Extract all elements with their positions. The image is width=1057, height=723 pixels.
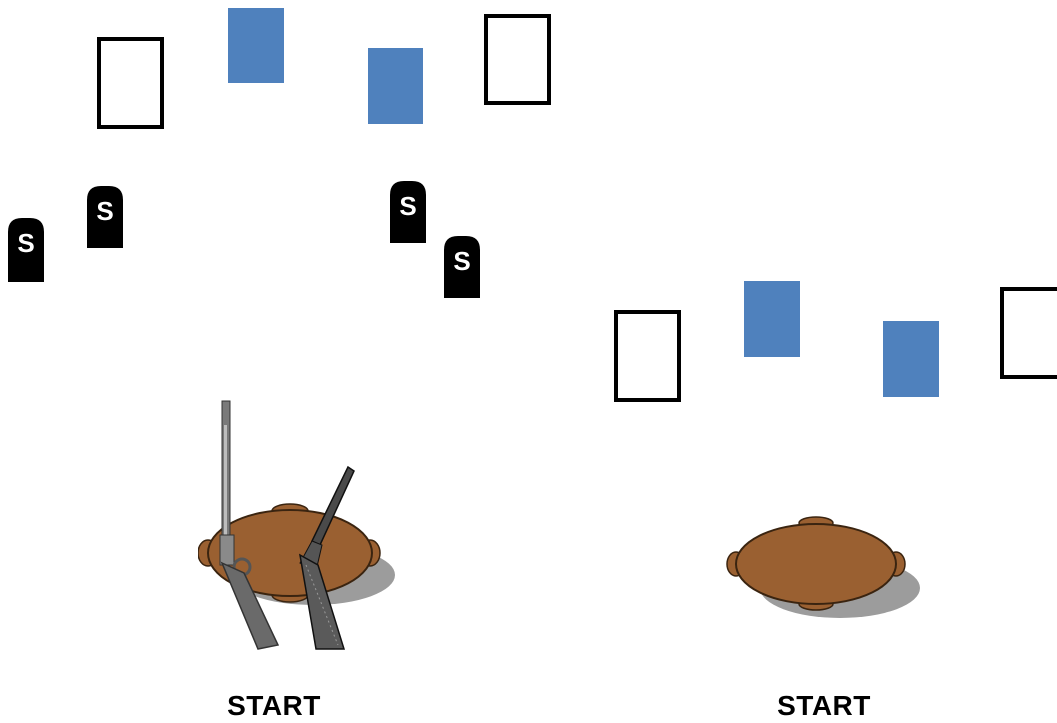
s-marker-letter: S (96, 196, 113, 226)
left-card-filled-2[interactable] (368, 48, 423, 124)
left-start-label[interactable]: START (227, 690, 321, 721)
s-marker-letter: S (453, 246, 470, 276)
rifle-icon (219, 400, 280, 650)
left-card-outline-1[interactable] (97, 37, 164, 129)
right-card-filled-1[interactable] (744, 281, 800, 357)
oval-table-icon (726, 516, 920, 618)
s-marker-letter: S (17, 228, 34, 258)
s-marker-letter: S (399, 191, 416, 221)
oval-table-icon (198, 400, 395, 650)
s-marker-icon[interactable]: S (444, 236, 480, 298)
right-card-filled-2[interactable] (883, 321, 939, 397)
right-card-outline-1[interactable] (614, 310, 681, 402)
s-marker-icon[interactable]: S (390, 181, 426, 243)
right-card-outline-2[interactable] (1000, 287, 1057, 379)
right-start-label[interactable]: START (777, 690, 871, 721)
s-marker-icon[interactable]: S (8, 218, 44, 282)
left-card-filled-1[interactable] (228, 8, 284, 83)
musket-icon (298, 465, 355, 650)
s-marker-icon[interactable]: S (87, 186, 123, 248)
left-card-outline-2[interactable] (484, 14, 551, 105)
